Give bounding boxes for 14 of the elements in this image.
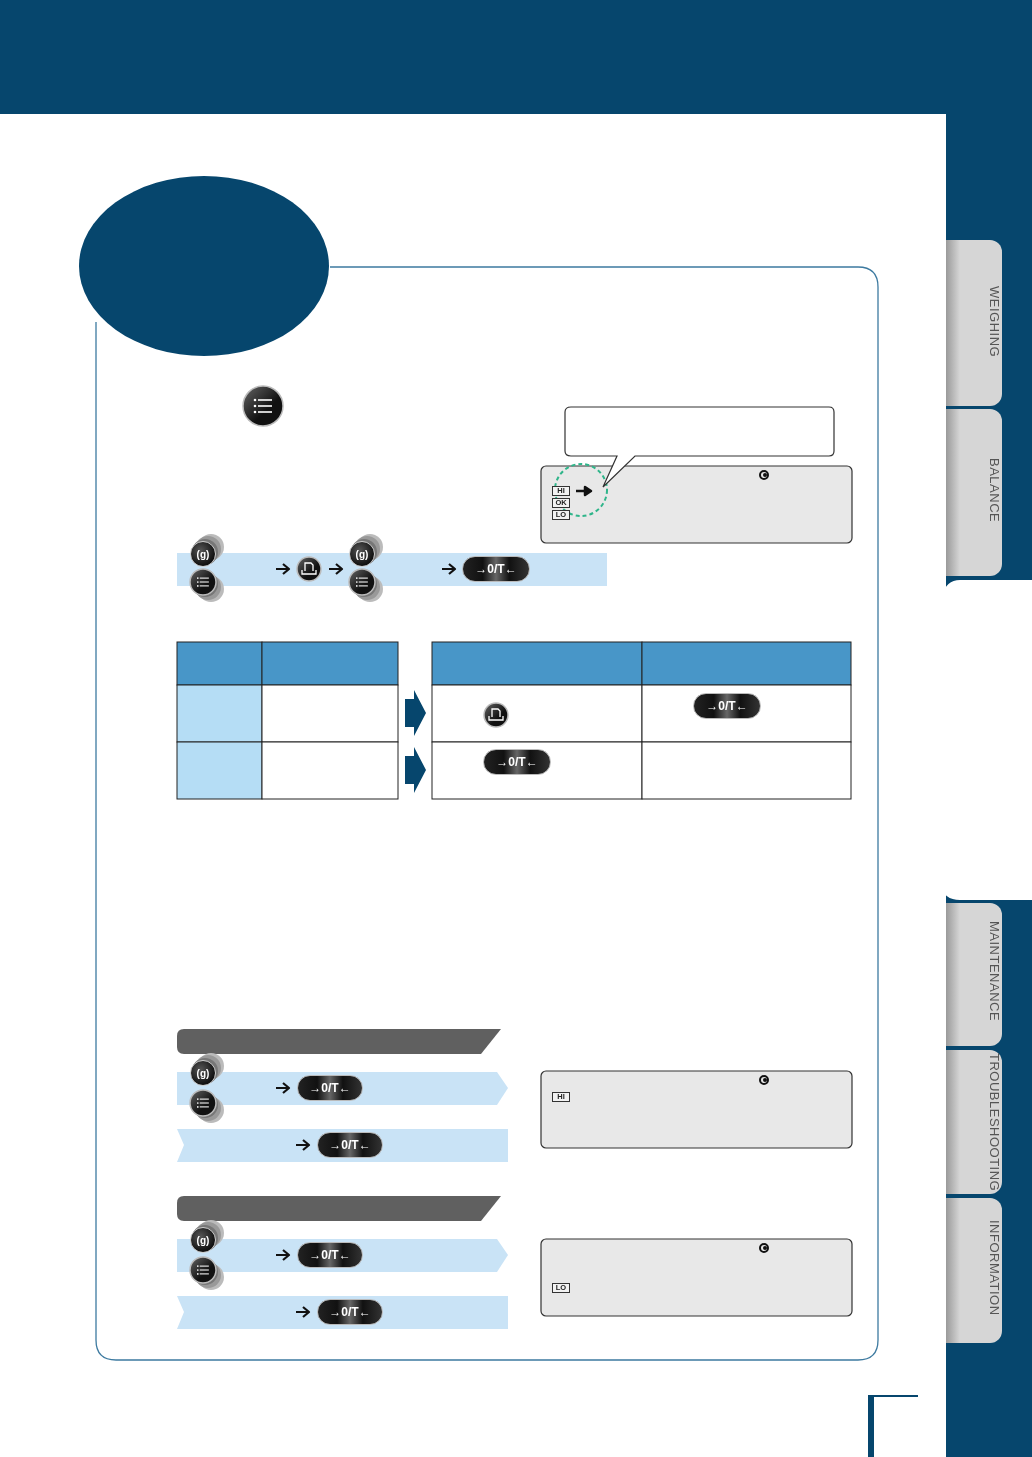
zero-tare-key: →0/T← <box>297 1075 363 1101</box>
zero-tare-key: →0/T← <box>317 1299 383 1325</box>
section-tab: BALANCE <box>946 409 1002 576</box>
callout-bubble <box>564 406 835 488</box>
title-ellipse <box>79 176 329 356</box>
section-tab: WEIGHING <box>946 240 1002 406</box>
zero-tare-key: →0/T← <box>462 556 530 582</box>
zero-tare-key: →0/T← <box>317 1132 383 1158</box>
zero-tare-key: →0/T← <box>483 749 551 775</box>
zero-tare-key: →0/T← <box>297 1242 363 1268</box>
zero-tare-key: →0/T← <box>693 693 761 719</box>
section-tab: TROUBLESHOOTING <box>946 1050 1002 1194</box>
section-tab: INFORMATION <box>946 1198 1002 1343</box>
section-tab: MAINTENANCE <box>946 903 1002 1046</box>
